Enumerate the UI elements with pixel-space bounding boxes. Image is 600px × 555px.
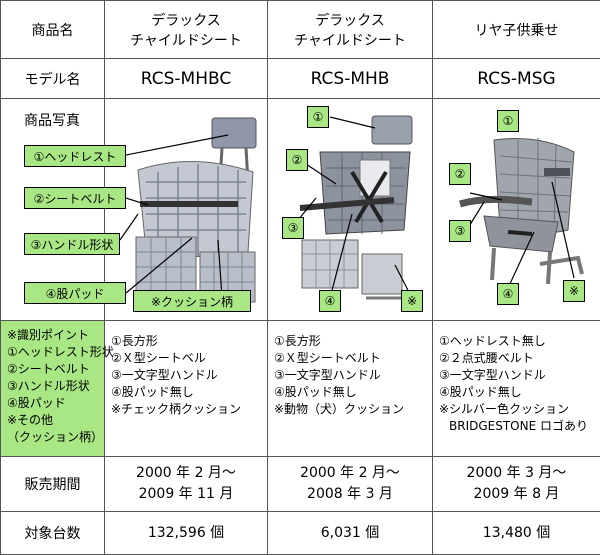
child-seat-photo-mhbc bbox=[118, 112, 268, 318]
tag-cushion-pattern: ※クッション柄 bbox=[133, 290, 251, 312]
points-cell: ①ヘッドレスト無し ②２点式腰ベルト ③一文字型ハンドル ④股パッド無し ※シル… bbox=[433, 321, 600, 457]
badge-seatbelt: ② bbox=[449, 163, 471, 185]
model-name-cell: RCS-MHB bbox=[268, 59, 433, 99]
points-cell: ①長方形 ②Ｘ型シートベルト ③一文字型ハンドル ④股パッド無し ※動物（犬）ク… bbox=[268, 321, 433, 457]
points-label-cell: ※識別ポイント ①ヘッドレスト形状 ②シートベルト ③ハンドル形状 ④股パッド … bbox=[1, 321, 105, 457]
model-name-row: モデル名 RCS-MHBC RCS-MHB RCS-MSG bbox=[1, 59, 600, 99]
sales-period-cell: 2000 年 2 月～ 2008 年 3 月 bbox=[268, 457, 433, 512]
points-cell: ①長方形 ②Ｘ型シートベル ③一文字型ハンドル ④股パッド無し ※チェック柄クッ… bbox=[105, 321, 268, 457]
badge-cushion-pattern: ※ bbox=[563, 280, 585, 302]
product-name-cell: デラックス チャイルドシート bbox=[268, 1, 433, 59]
sales-period-label: 販売期間 bbox=[1, 457, 105, 512]
tag-seatbelt: ②シートベルト bbox=[24, 187, 126, 209]
badge-headrest: ① bbox=[497, 110, 519, 132]
unit-count-cell: 13,480 個 bbox=[433, 512, 600, 555]
product-name-cell: リヤ子供乗せ bbox=[433, 1, 600, 59]
badge-cushion-pattern: ※ bbox=[401, 290, 423, 312]
model-name-label: モデル名 bbox=[1, 59, 105, 99]
badge-seatbelt: ② bbox=[286, 149, 308, 171]
points-row: ※識別ポイント ①ヘッドレスト形状 ②シートベルト ③ハンドル形状 ④股パッド … bbox=[1, 321, 600, 457]
photo-label: 商品写真 bbox=[0, 110, 104, 130]
badge-crotch-pad: ④ bbox=[319, 290, 341, 312]
sales-period-row: 販売期間 2000 年 2 月～ 2009 年 11 月 2000 年 2 月～… bbox=[1, 457, 600, 512]
product-name-cell: デラックス チャイルドシート bbox=[105, 1, 268, 59]
model-name-cell: RCS-MHBC bbox=[105, 59, 268, 99]
unit-count-label: 対象台数 bbox=[1, 512, 105, 555]
tag-crotch-pad: ④股パッド bbox=[24, 282, 126, 304]
model-name-cell: RCS-MSG bbox=[433, 59, 600, 99]
sales-period-cell: 2000 年 3 月～ 2009 年 8 月 bbox=[433, 457, 600, 512]
badge-headrest: ① bbox=[307, 106, 329, 128]
child-seat-photo-mhb bbox=[282, 112, 432, 318]
badge-crotch-pad: ④ bbox=[497, 283, 519, 305]
unit-count-cell: 6,031 個 bbox=[268, 512, 433, 555]
unit-count-cell: 132,596 個 bbox=[105, 512, 268, 555]
tag-headrest: ①ヘッドレスト bbox=[24, 145, 126, 167]
badge-handle-shape: ③ bbox=[282, 217, 304, 239]
sales-period-cell: 2000 年 2 月～ 2009 年 11 月 bbox=[105, 457, 268, 512]
product-name-label: 商品名 bbox=[1, 1, 105, 59]
tag-handle-shape: ③ハンドル形状 bbox=[24, 233, 120, 255]
badge-handle-shape: ③ bbox=[449, 220, 471, 242]
product-name-row: 商品名 デラックス チャイルドシート デラックス チャイルドシート リヤ子供乗せ bbox=[1, 1, 600, 59]
unit-count-row: 対象台数 132,596 個 6,031 個 13,480 個 bbox=[1, 512, 600, 555]
